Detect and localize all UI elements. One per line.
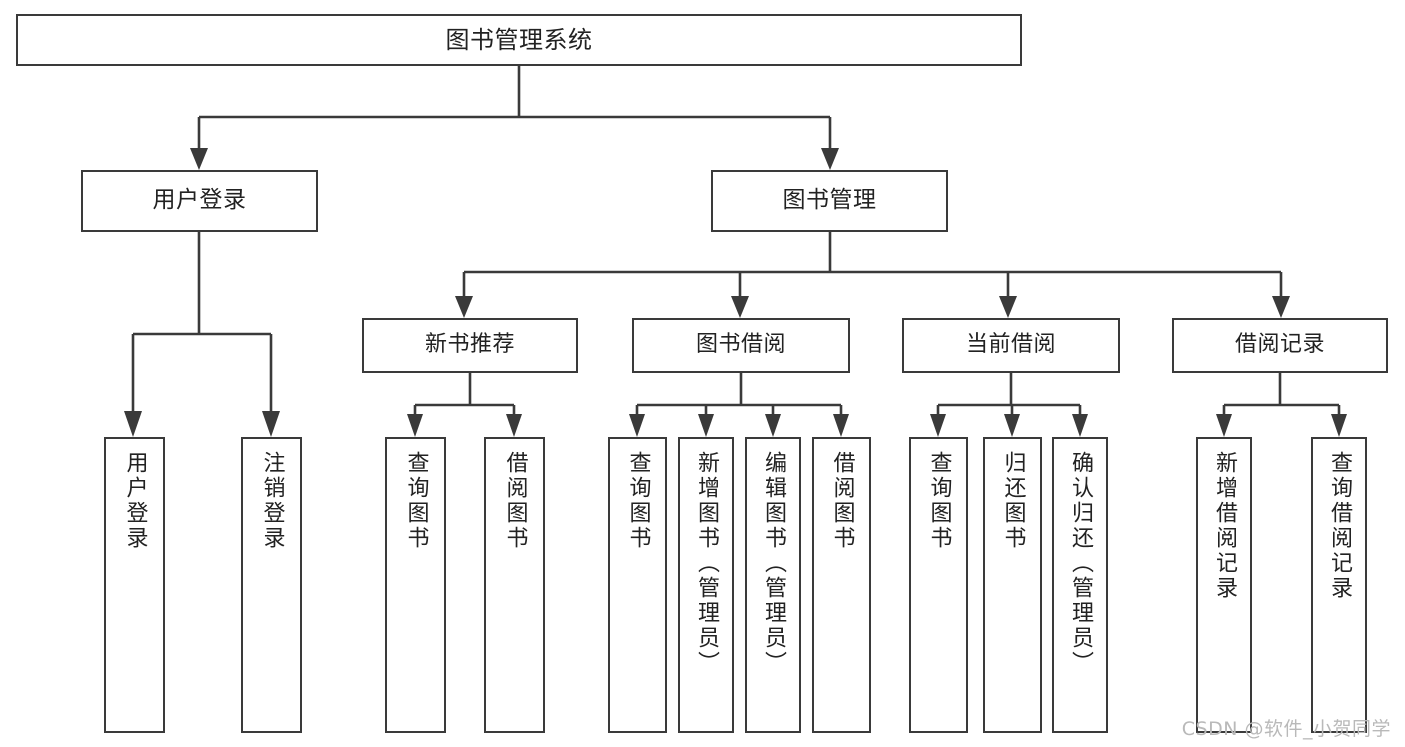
arrowhead-book-borrow bbox=[731, 296, 749, 318]
node-root-label: 图书管理系统 bbox=[445, 25, 593, 54]
node-leaf-query-book-2[interactable]: 查询图书 bbox=[608, 437, 667, 733]
node-leaf-query-record-label: 查询借阅记录 bbox=[1327, 451, 1352, 601]
arrowhead-leaf-borrow-2 bbox=[833, 414, 849, 437]
node-leaf-add-book-label: 新增图书（管理员） bbox=[694, 451, 719, 676]
node-leaf-user-login[interactable]: 用户登录 bbox=[104, 437, 165, 733]
node-leaf-borrow-book-1[interactable]: 借阅图书 bbox=[484, 437, 545, 733]
node-book-manage-label: 图书管理 bbox=[782, 187, 877, 214]
node-book-borrow-label: 图书借阅 bbox=[695, 332, 786, 358]
node-leaf-edit-book[interactable]: 编辑图书（管理员） bbox=[745, 437, 801, 733]
node-leaf-add-record[interactable]: 新增借阅记录 bbox=[1196, 437, 1252, 733]
node-leaf-borrow-book-2[interactable]: 借阅图书 bbox=[812, 437, 871, 733]
arrowhead-user-login bbox=[190, 148, 208, 170]
node-leaf-confirm-return[interactable]: 确认归还（管理员） bbox=[1052, 437, 1108, 733]
arrow-heads bbox=[124, 148, 1347, 437]
arrowhead-leaf-edit-book bbox=[765, 414, 781, 437]
node-user-login-label: 用户登录 bbox=[152, 187, 247, 214]
arrowhead-leaf-query-2 bbox=[629, 414, 645, 437]
arrowhead-recommend bbox=[455, 296, 473, 318]
node-current-borrow-label: 当前借阅 bbox=[965, 332, 1056, 358]
arrowhead-borrow-record bbox=[1272, 296, 1290, 318]
node-borrow-record[interactable]: 借阅记录 bbox=[1172, 318, 1388, 373]
node-leaf-return-book-label: 归还图书 bbox=[1000, 451, 1026, 551]
node-leaf-query-book-1-label: 查询图书 bbox=[403, 451, 429, 551]
node-user-login[interactable]: 用户登录 bbox=[81, 170, 318, 232]
node-leaf-edit-book-label: 编辑图书（管理员） bbox=[761, 451, 786, 676]
node-leaf-borrow-book-2-label: 借阅图书 bbox=[829, 451, 855, 551]
node-leaf-query-book-3[interactable]: 查询图书 bbox=[909, 437, 968, 733]
node-root[interactable]: 图书管理系统 bbox=[16, 14, 1022, 66]
node-book-borrow[interactable]: 图书借阅 bbox=[632, 318, 850, 373]
arrowhead-leaf-logout bbox=[262, 411, 280, 437]
arrowhead-current-borrow bbox=[999, 296, 1017, 318]
node-book-manage[interactable]: 图书管理 bbox=[711, 170, 948, 232]
node-leaf-add-book[interactable]: 新增图书（管理员） bbox=[678, 437, 734, 733]
node-borrow-record-label: 借阅记录 bbox=[1234, 332, 1325, 358]
arrowhead-leaf-return bbox=[1004, 414, 1020, 437]
node-leaf-logout-label: 注销登录 bbox=[259, 451, 285, 551]
arrowhead-leaf-add-book bbox=[698, 414, 714, 437]
node-leaf-user-login-label: 用户登录 bbox=[122, 451, 148, 551]
node-new-book-recommend-label: 新书推荐 bbox=[424, 332, 515, 358]
arrowhead-leaf-user-login bbox=[124, 411, 142, 437]
arrowhead-leaf-add-record bbox=[1216, 414, 1232, 437]
node-leaf-query-book-3-label: 查询图书 bbox=[926, 451, 952, 551]
arrowhead-leaf-query-record bbox=[1331, 414, 1347, 437]
node-leaf-return-book[interactable]: 归还图书 bbox=[983, 437, 1042, 733]
arrowhead-leaf-borrow-1 bbox=[506, 414, 522, 437]
node-new-book-recommend[interactable]: 新书推荐 bbox=[362, 318, 578, 373]
node-leaf-query-record[interactable]: 查询借阅记录 bbox=[1311, 437, 1367, 733]
arrowhead-leaf-query-1 bbox=[407, 414, 423, 437]
arrowhead-leaf-query-3 bbox=[930, 414, 946, 437]
node-current-borrow[interactable]: 当前借阅 bbox=[902, 318, 1120, 373]
node-leaf-logout[interactable]: 注销登录 bbox=[241, 437, 302, 733]
node-leaf-query-book-1[interactable]: 查询图书 bbox=[385, 437, 446, 733]
node-leaf-confirm-return-label: 确认归还（管理员） bbox=[1068, 451, 1093, 676]
arrowhead-book-manage bbox=[821, 148, 839, 170]
node-leaf-borrow-book-1-label: 借阅图书 bbox=[502, 451, 528, 551]
node-leaf-add-record-label: 新增借阅记录 bbox=[1212, 451, 1237, 601]
arrowhead-leaf-confirm bbox=[1072, 414, 1088, 437]
node-leaf-query-book-2-label: 查询图书 bbox=[625, 451, 651, 551]
csdn-watermark: CSDN @软件_小贺同学 bbox=[1181, 718, 1391, 740]
